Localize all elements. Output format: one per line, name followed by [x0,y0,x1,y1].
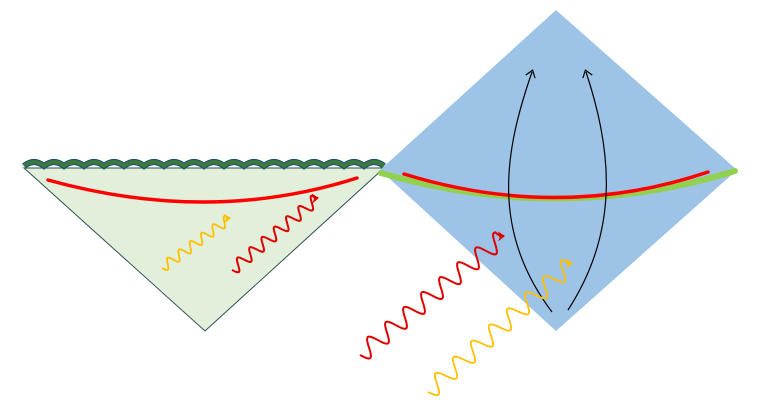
geodesic-arrow-left [508,72,553,313]
left-triangle-region [22,167,386,332]
red-wave-arrow-right [359,231,505,360]
red-slice-curve-right [402,170,710,200]
yellow-wave-arrow-right [427,258,573,397]
yellow-wave-arrow-left [161,213,231,272]
right-diamond-region [380,10,737,331]
boundary-wave [22,160,386,169]
geodesic-arrow-right [567,72,607,311]
red-slice-curve-left [46,176,359,204]
red-wave-arrow-left [231,193,319,274]
